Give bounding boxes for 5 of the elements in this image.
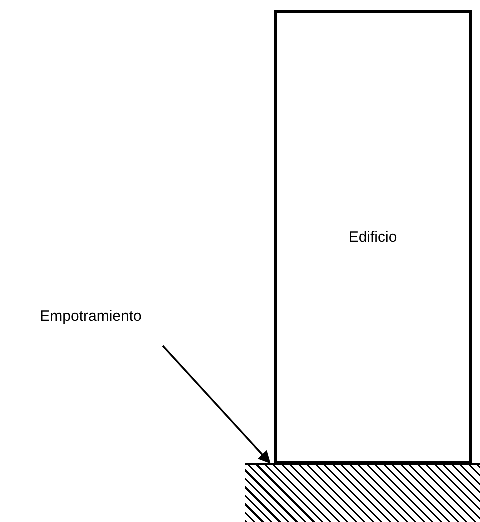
fixed-support-hatch [245, 463, 480, 522]
callout-label: Empotramiento [40, 308, 142, 324]
building-label: Edificio [348, 228, 398, 246]
building-box [274, 10, 472, 464]
leader-line [162, 345, 271, 464]
